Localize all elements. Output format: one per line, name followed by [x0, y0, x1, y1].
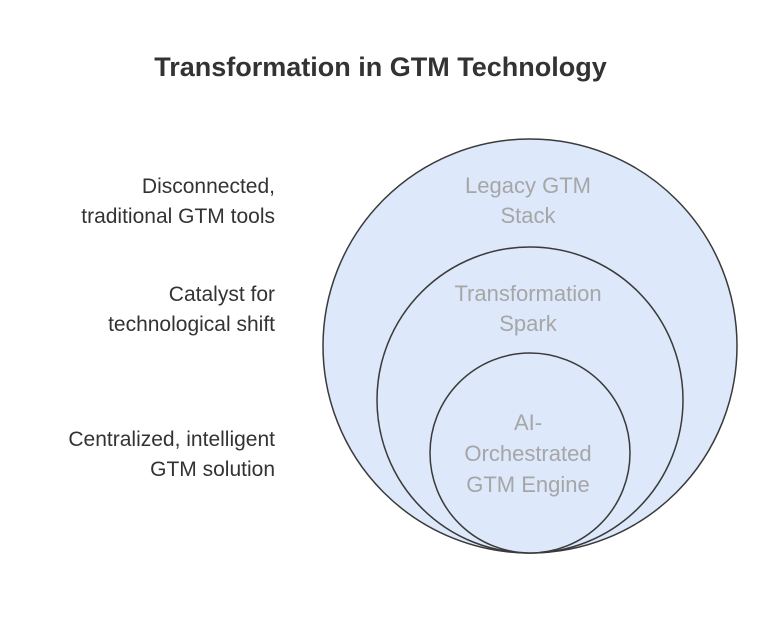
description-line: GTM solution — [150, 458, 275, 481]
ai-engine-label-line: Orchestrated — [464, 441, 591, 466]
layer-description-legacy: Disconnected, traditional GTM tools — [5, 172, 275, 232]
description-line: Centralized, intelligent — [68, 428, 275, 451]
description-line: Catalyst for — [168, 283, 275, 306]
transformation-label-line: Transformation — [454, 281, 601, 306]
ai-engine-label-line: GTM Engine — [466, 472, 590, 497]
description-line: traditional GTM tools — [81, 205, 275, 228]
legacy-label-line: Stack — [500, 203, 556, 228]
inner-circle-ai-engine — [429, 352, 631, 554]
layer-description-ai-engine: Centralized, intelligent GTM solution — [5, 425, 275, 485]
description-line: Disconnected, — [141, 175, 275, 198]
layer-description-transformation: Catalyst for technological shift — [5, 280, 275, 340]
transformation-label-line: Spark — [499, 311, 557, 336]
description-line: technological shift — [108, 313, 275, 336]
diagram-title: Transformation in GTM Technology — [154, 52, 607, 82]
legacy-label-line: Legacy GTM — [465, 173, 591, 198]
ai-engine-label-line: AI- — [514, 410, 542, 435]
